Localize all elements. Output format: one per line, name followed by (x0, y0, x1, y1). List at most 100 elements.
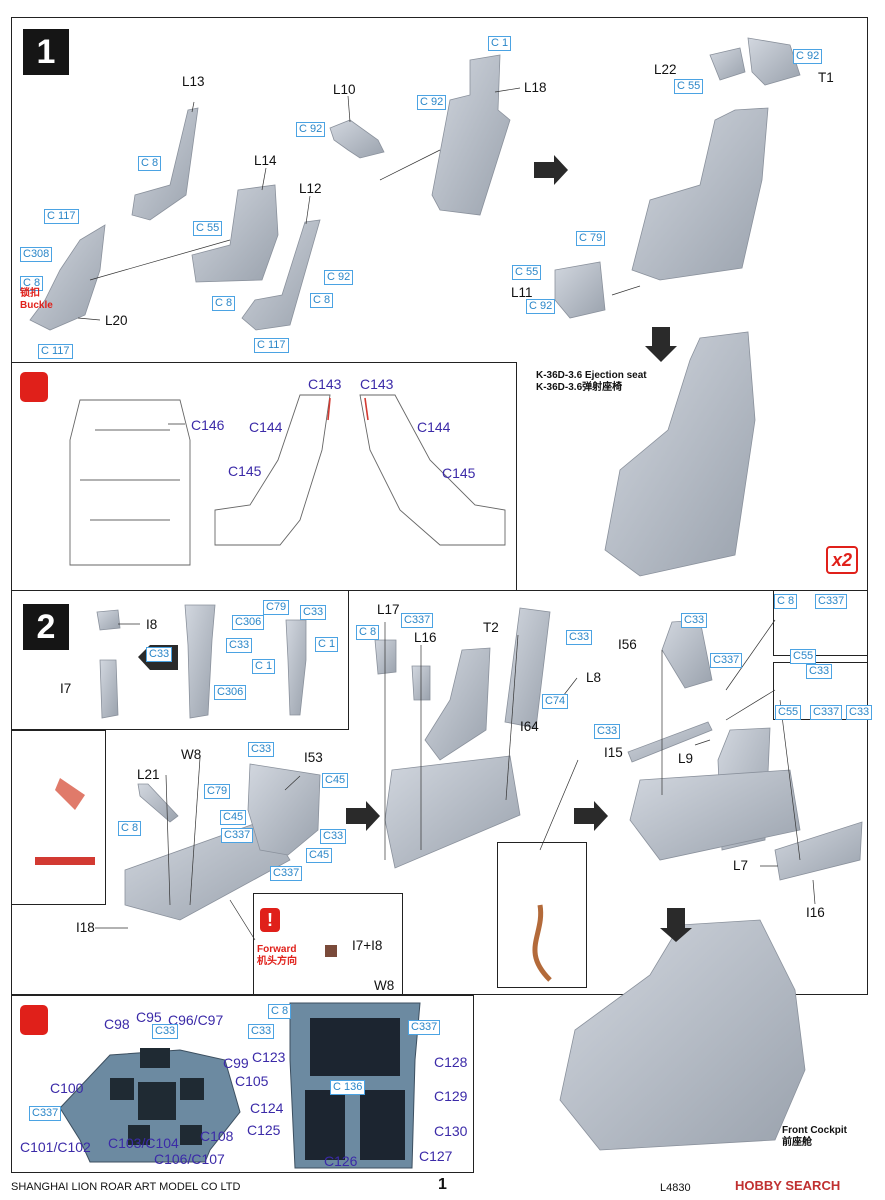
label-w8: W8 (181, 747, 202, 762)
part-t1-shape (747, 37, 801, 86)
code-c55-l14: C 55 (193, 221, 223, 236)
code-f-c337: C337 (810, 705, 843, 720)
arrow-step2-b (574, 801, 608, 831)
code-h-c79: C79 (204, 784, 231, 799)
label-l18: L18 (524, 80, 547, 95)
ref-c144-right: C144 (417, 419, 451, 435)
final-front-cockpit (559, 919, 806, 1151)
ref-c143-left: C143 (308, 376, 342, 392)
code-c55-l22: C 55 (674, 79, 704, 94)
step2-detail-inset-1 (773, 590, 868, 656)
label-i16: I16 (806, 905, 825, 920)
code-i-c45c: C45 (306, 848, 333, 863)
ref-c126: C126 (324, 1153, 358, 1169)
footer-watermark: HOBBY SEARCH (735, 1178, 841, 1193)
part-i15-shape (627, 721, 713, 763)
ref-c99: C99 (223, 1055, 249, 1071)
part-l12-shape (241, 219, 321, 331)
ref-c125: C125 (247, 1122, 281, 1138)
arrow-step1-down (645, 327, 677, 362)
part-l11-shape (554, 261, 606, 319)
code-c92-l18: C 92 (417, 95, 447, 110)
ref-c146: C146 (191, 417, 225, 433)
ref-c127: C127 (419, 1148, 453, 1164)
code-a-c33: C33 (146, 647, 173, 662)
label-w8-inset: W8 (374, 978, 395, 993)
handle-assembled (184, 604, 216, 719)
label-i18: I18 (76, 920, 95, 935)
ref-c129: C129 (434, 1088, 468, 1104)
panel-frame (11, 995, 474, 1173)
label-i56: I56 (618, 637, 637, 652)
code-console-c337: C337 (408, 1020, 441, 1035)
tub-step2-middle (384, 755, 521, 869)
ref-c98: C98 (104, 1016, 130, 1032)
code-i-c337: C337 (221, 828, 254, 843)
code-e-c8: C 8 (774, 594, 798, 609)
code-a-c1b: C 1 (252, 659, 276, 674)
code-c55-l11: C 55 (512, 265, 542, 280)
forward-label-cn: 机头方向 (257, 956, 297, 967)
part-l14-shape (191, 184, 279, 283)
code-a-c33b: C33 (300, 605, 327, 620)
label-l11: L11 (511, 285, 533, 300)
code-c8-l13: C 8 (138, 156, 162, 171)
part-l21-shape (137, 783, 179, 823)
code-c79: C 79 (576, 231, 606, 246)
code-c92-l12: C 92 (324, 270, 354, 285)
ref-c103-c104: C103/C104 (108, 1135, 179, 1151)
ref-c124: C124 (250, 1100, 284, 1116)
label-l22: L22 (654, 62, 677, 77)
label-l9: L9 (678, 751, 694, 766)
code-a-c306b: C306 (214, 685, 247, 700)
line-drawing-side-left (214, 394, 331, 546)
step1-number: 1 (23, 29, 69, 75)
label-l16: L16 (414, 630, 437, 645)
footer-code: L4830 (660, 1182, 691, 1194)
code-c8-l12b: C 8 (310, 293, 334, 308)
ref-c130: C130 (434, 1123, 468, 1139)
label-i53: I53 (304, 750, 323, 765)
arrow-step1-right (534, 155, 568, 185)
code-d-c33: C33 (681, 613, 708, 628)
code-c117-a: C 117 (44, 209, 79, 224)
code-c8-l12a: C 8 (212, 296, 236, 311)
label-l10: L10 (333, 82, 356, 97)
part-t2-shape (504, 607, 551, 729)
part-l18-shape (431, 54, 511, 216)
ref-c95: C95 (136, 1009, 162, 1025)
label-l13: L13 (182, 74, 205, 89)
label-l7: L7 (733, 858, 749, 873)
part-i53-shape (247, 763, 321, 856)
label-i7: I7 (60, 681, 72, 696)
code-c92-t1: C 92 (793, 49, 823, 64)
code-f-c33b: C33 (846, 705, 873, 720)
code-g-c33: C33 (594, 724, 621, 739)
step2-hose-inset (497, 842, 587, 988)
code-c92-l11: C 92 (526, 299, 556, 314)
seat-step1-final (604, 331, 756, 577)
label-i8: I8 (146, 617, 158, 632)
label-t2: T2 (483, 620, 499, 635)
seat-title-cn: K-36D-3.6弹射座椅 (536, 382, 623, 393)
forward-badge (260, 908, 280, 932)
footer-company: SHANGHAI LION ROAR ART MODEL CO LTD (11, 1181, 241, 1193)
code-e-c55: C55 (790, 649, 817, 664)
label-l14: L14 (254, 153, 277, 168)
code-panel-c33: C33 (152, 1024, 179, 1039)
part-i16-shape (774, 821, 863, 881)
ref-c96-c97: C96/C97 (168, 1012, 224, 1028)
warning-badge-step1 (20, 372, 48, 402)
code-c92-l10: C 92 (296, 122, 326, 137)
code-console-c8: C 8 (268, 1004, 292, 1019)
part-i56-shape (661, 619, 713, 689)
label-t1: T1 (818, 70, 834, 85)
part-l13-shape (131, 107, 199, 221)
part-l22-shape (709, 47, 746, 81)
seat-step2 (424, 647, 491, 761)
footer-page-number: 1 (438, 1176, 447, 1193)
hose-detail (532, 904, 552, 982)
part-i7-shape (99, 659, 119, 719)
multiplier-badge: x2 (826, 546, 858, 574)
code-b-c33: C33 (566, 630, 593, 645)
